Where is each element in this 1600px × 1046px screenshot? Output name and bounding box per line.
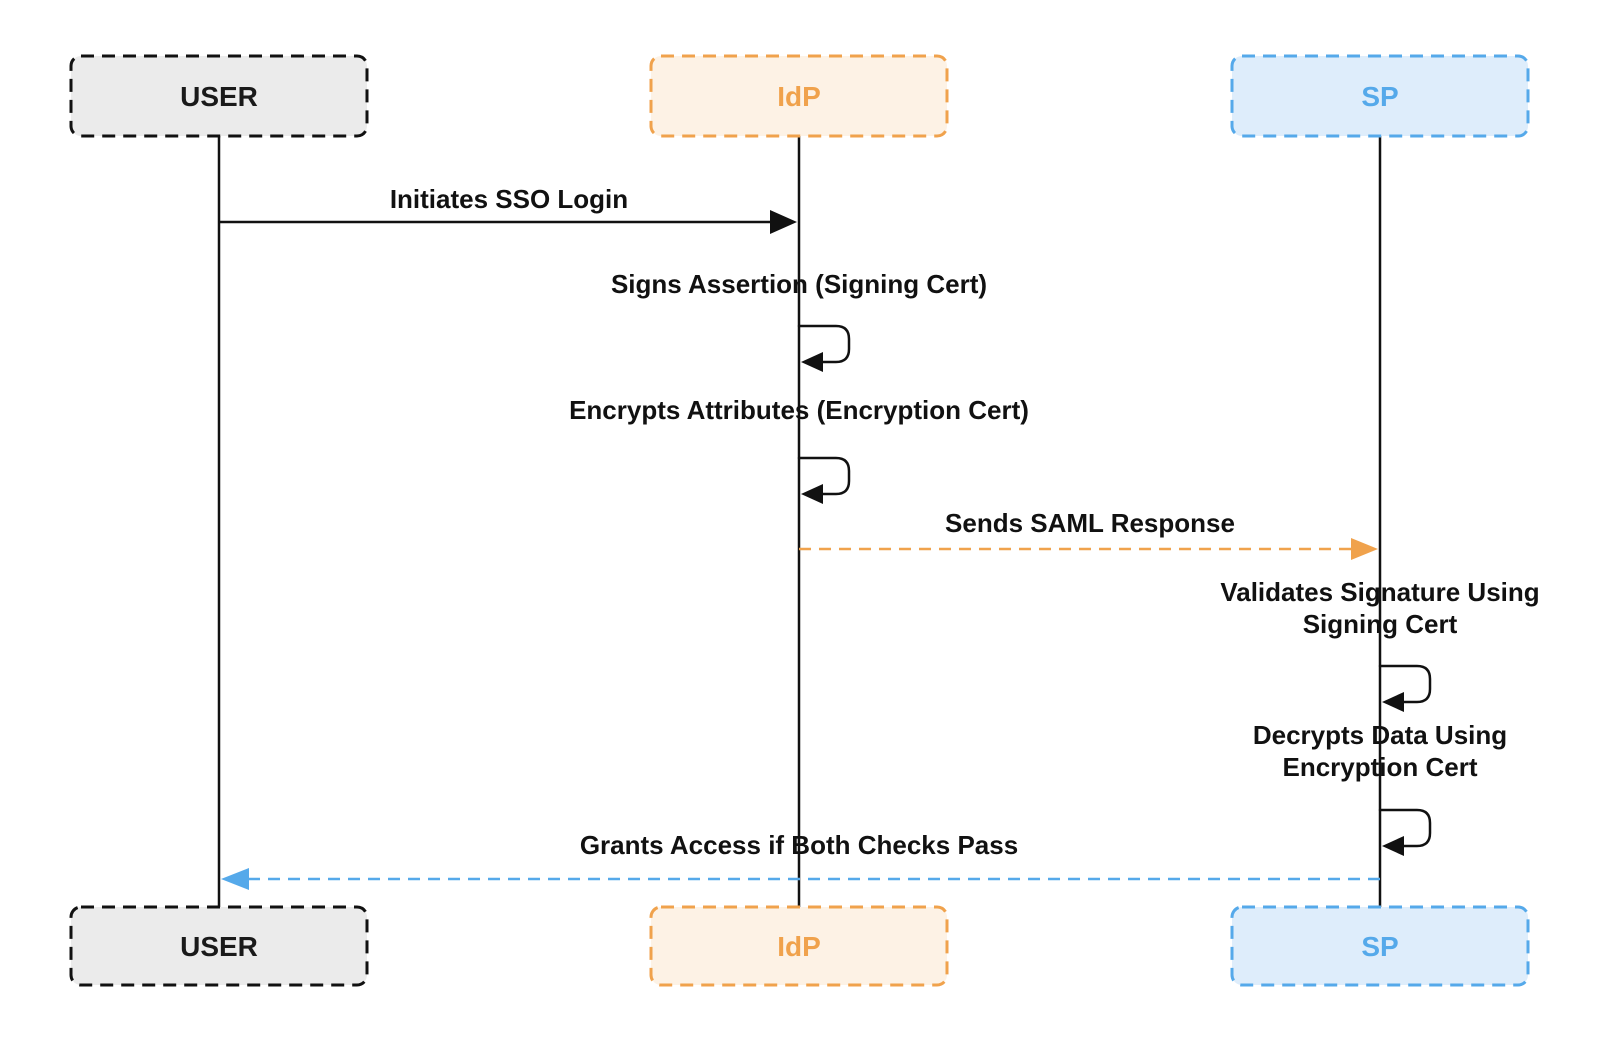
arrowhead-left-icon (801, 352, 823, 372)
self-loop-line (1378, 808, 1432, 848)
actor-box-sp (1230, 905, 1530, 987)
actor-idp-bottom: IdP (649, 905, 949, 987)
actor-box-sp (1230, 54, 1530, 138)
message-label-line1: Validates Signature Using (1220, 577, 1539, 607)
message-encrypts-attributes: Encrypts Attributes (Encryption Cert) (569, 395, 1029, 504)
actor-box-user (69, 905, 369, 987)
actor-idp-top: IdP (649, 54, 949, 138)
message-decrypts-data: Decrypts Data Using Encryption Cert (1253, 720, 1507, 856)
arrowhead-right-icon (770, 210, 797, 234)
message-validates-signature: Validates Signature Using Signing Cert (1220, 577, 1540, 712)
message-grants-access: Grants Access if Both Checks Pass (221, 830, 1380, 890)
actor-label-sp: SP (1361, 81, 1398, 112)
arrowhead-left-icon (221, 868, 249, 890)
actor-label-user: USER (180, 81, 258, 112)
message-label: Signs Assertion (Signing Cert) (611, 269, 987, 299)
actor-label-idp: IdP (777, 81, 821, 112)
actor-sp-top: SP (1230, 54, 1530, 138)
actor-label-sp: SP (1361, 931, 1398, 962)
self-loop-line (797, 324, 851, 364)
self-loop-line (797, 456, 851, 496)
lifelines (217, 136, 1382, 907)
message-label: Grants Access if Both Checks Pass (580, 830, 1018, 860)
arrowhead-right-icon (1351, 538, 1378, 560)
actor-label-idp: IdP (777, 931, 821, 962)
arrowhead-left-icon (801, 484, 823, 504)
message-label-line1: Decrypts Data Using (1253, 720, 1507, 750)
message-label-line2: Signing Cert (1303, 609, 1458, 639)
actor-box-user (69, 54, 369, 138)
actor-sp-bottom: SP (1230, 905, 1530, 987)
message-label: Initiates SSO Login (390, 184, 628, 214)
arrowhead-left-icon (1382, 692, 1404, 712)
actor-box-idp (649, 54, 949, 138)
self-loop-line (1378, 664, 1432, 704)
message-initiates-sso-login: Initiates SSO Login (219, 184, 797, 234)
message-label-line2: Encryption Cert (1282, 752, 1477, 782)
message-signs-assertion: Signs Assertion (Signing Cert) (611, 269, 987, 372)
actor-user-bottom: USER (69, 905, 369, 987)
actor-user-top: USER (69, 54, 369, 138)
actor-label-user: USER (180, 931, 258, 962)
arrowhead-left-icon (1382, 836, 1404, 856)
message-label: Encrypts Attributes (Encryption Cert) (569, 395, 1029, 425)
actor-box-idp (649, 905, 949, 987)
message-sends-saml-response: Sends SAML Response (799, 508, 1378, 560)
message-label: Sends SAML Response (945, 508, 1235, 538)
